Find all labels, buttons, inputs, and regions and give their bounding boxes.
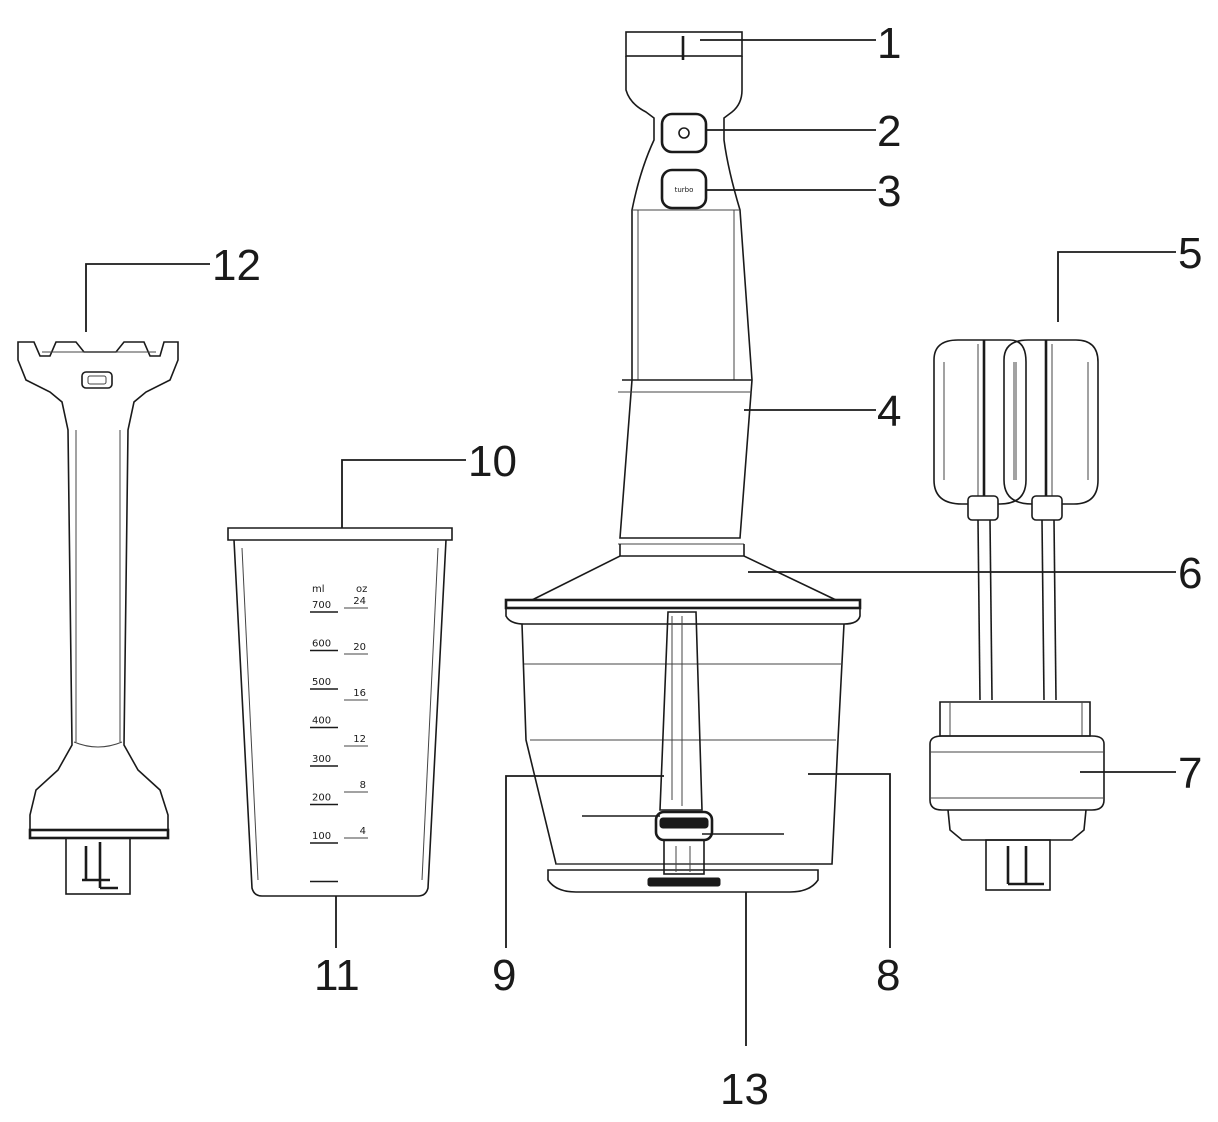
motor-unit: turbo (531, 31, 837, 601)
callout-12: 12 (212, 241, 261, 290)
beaker-scale: ml oz 700 600 500 400 300 200 100 24 20 16 12 8 4 (310, 584, 368, 883)
callout-7: 7 (1178, 749, 1202, 798)
beaker-unit-ml: ml (312, 584, 325, 595)
beaker-ml-label: 700 (312, 600, 331, 611)
beaker-unit-oz: oz (356, 584, 367, 595)
callout-4: 4 (877, 387, 901, 436)
power-button (660, 112, 708, 154)
callout-8: 8 (876, 951, 900, 1000)
beaker-oz-label: 16 (353, 688, 366, 699)
beaker-ml-label: 400 (312, 716, 331, 727)
beaker-oz-label: 4 (360, 826, 366, 837)
beaker-ml-label: 100 (312, 831, 331, 842)
callout-13: 13 (720, 1065, 769, 1114)
callout-10: 10 (468, 437, 517, 486)
callout-6: 6 (1178, 549, 1202, 598)
beaker-ml-label: 300 (312, 754, 331, 765)
callout-1: 1 (877, 19, 901, 68)
beaker-oz-label: 8 (360, 780, 366, 791)
leader-lines (85, 39, 1176, 1046)
turbo-button: turbo (660, 168, 708, 210)
beaker-oz-label: 20 (353, 642, 366, 653)
chopper-bowl (504, 598, 862, 893)
beaker-ml-label: 600 (312, 639, 331, 650)
beaker-ml-label: 200 (312, 793, 331, 804)
blending-shaft (17, 341, 179, 895)
callout-11: 11 (314, 951, 360, 1000)
callout-5: 5 (1178, 229, 1202, 278)
turbo-label: turbo (675, 186, 694, 194)
beaker-oz-label: 12 (353, 734, 366, 745)
whisk-attachment (929, 339, 1105, 891)
callout-3: 3 (877, 167, 901, 216)
measuring-beaker: ml oz 700 600 500 400 300 200 100 24 20 16 12 8 4 (227, 527, 453, 897)
beaker-ml-label: 500 (312, 677, 331, 688)
callout-numbers: 1 2 3 4 5 6 7 8 9 10 11 12 13 (212, 19, 1202, 1114)
callout-9: 9 (492, 951, 516, 1000)
callout-2: 2 (877, 107, 901, 156)
beaker-oz-label: 24 (353, 596, 366, 607)
